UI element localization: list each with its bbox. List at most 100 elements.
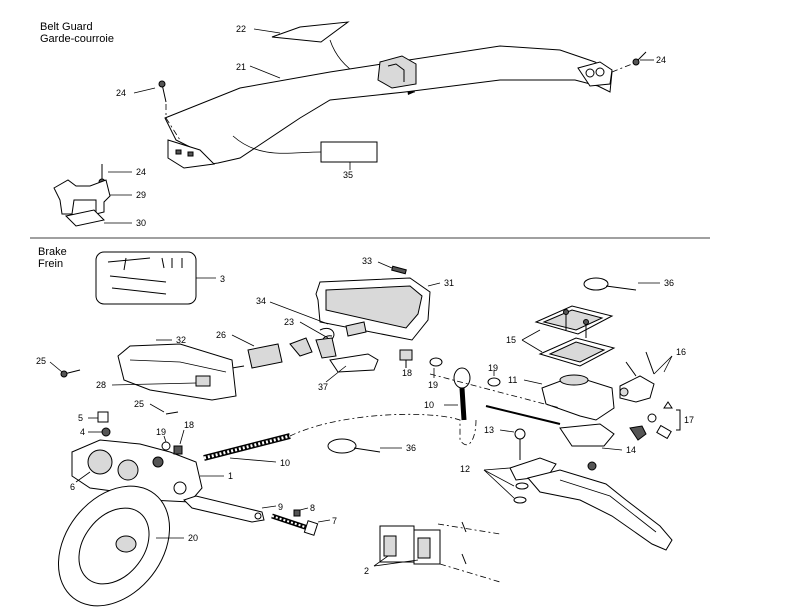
callout-16: 16 bbox=[676, 347, 686, 357]
belt-guard-group: 22 21 24 24 bbox=[53, 21, 666, 228]
kit-3-box bbox=[95, 251, 197, 305]
banjo-bolt-18-b bbox=[173, 445, 183, 455]
callout-32: 32 bbox=[176, 335, 186, 345]
callout-5: 5 bbox=[78, 413, 83, 423]
lever-nut bbox=[587, 461, 597, 471]
leader-28 bbox=[111, 382, 197, 386]
callout-6: 6 bbox=[70, 482, 75, 492]
brake-lever bbox=[527, 469, 673, 551]
cover-screw-2-head bbox=[583, 319, 589, 325]
lever-washer-12-a bbox=[515, 482, 529, 490]
callout-19b: 19 bbox=[488, 363, 498, 373]
guard-hinge bbox=[577, 61, 613, 87]
callout-35: 35 bbox=[343, 170, 353, 180]
bolt-7-head bbox=[303, 520, 319, 536]
callout-25a: 25 bbox=[36, 356, 46, 366]
callout-19c: 19 bbox=[156, 427, 166, 437]
washer-19-c bbox=[161, 441, 171, 451]
anti-rattle-clip-37 bbox=[329, 353, 379, 373]
leader-15a bbox=[521, 329, 541, 341]
switch-17-plunger bbox=[656, 424, 672, 440]
callout-17: 17 bbox=[684, 415, 694, 425]
callout-11: 11 bbox=[508, 375, 517, 385]
callout-13: 13 bbox=[484, 425, 494, 435]
leader-12b bbox=[483, 469, 515, 487]
housing-window bbox=[195, 375, 211, 387]
pad-pin-line-2 bbox=[439, 563, 501, 583]
bolt-27 bbox=[231, 365, 245, 369]
callout-29: 29 bbox=[136, 190, 146, 200]
hose-route bbox=[289, 413, 477, 446]
brake-title: Brake Frein bbox=[38, 246, 67, 270]
pivot-bolt-13 bbox=[514, 428, 526, 440]
leader-14 bbox=[601, 447, 623, 451]
brake-hose-10-inner bbox=[203, 434, 291, 460]
callout-23: 23 bbox=[284, 317, 294, 327]
brake-title-fr: Frein bbox=[38, 258, 64, 270]
pad-pin-2 bbox=[461, 553, 467, 565]
bracket-9-hole bbox=[254, 512, 262, 520]
label-35-part bbox=[320, 141, 378, 163]
cable-tie-36-top bbox=[583, 277, 609, 291]
bracket-hole-2 bbox=[187, 151, 194, 157]
housing-detail bbox=[129, 359, 227, 373]
leader-18b bbox=[179, 429, 185, 445]
cable-tie-36-tail bbox=[605, 285, 637, 291]
leader-35-arrow bbox=[232, 135, 322, 154]
guard-latch-detail bbox=[387, 63, 405, 82]
callout-7: 7 bbox=[332, 516, 337, 526]
leader-22 bbox=[253, 28, 281, 34]
kit-screw-1 bbox=[161, 257, 165, 269]
guard-latch bbox=[377, 55, 417, 89]
callout-28: 28 bbox=[96, 380, 106, 390]
clamp-16-hole bbox=[619, 387, 629, 397]
leader-37 bbox=[325, 365, 347, 383]
reservoir-opening bbox=[559, 374, 589, 386]
clamp-screw-1 bbox=[625, 361, 637, 377]
pin-34-clip bbox=[345, 321, 367, 337]
reservoir-gasket-15-inner bbox=[548, 341, 606, 363]
cover-screw-1-head bbox=[563, 309, 569, 315]
spring-33 bbox=[391, 265, 407, 275]
pin-24-left-head bbox=[158, 80, 166, 88]
brake-title-en: Brake bbox=[38, 246, 67, 258]
callout-30: 30 bbox=[136, 218, 146, 228]
callout-18b: 18 bbox=[184, 420, 194, 430]
leader-16b bbox=[663, 355, 673, 373]
screw-25-b bbox=[165, 411, 179, 415]
kit-pin-2 bbox=[109, 275, 167, 283]
hinge-hole-1 bbox=[585, 68, 595, 78]
bolt-7-shaft bbox=[271, 513, 309, 531]
callout-9: 9 bbox=[278, 502, 283, 512]
brake-disc-20-inner bbox=[78, 507, 150, 585]
callout-22: 22 bbox=[236, 24, 246, 34]
callout-21: 21 bbox=[236, 62, 246, 72]
leader-12a bbox=[483, 467, 511, 471]
leader-8 bbox=[299, 507, 309, 511]
bleeder-4 bbox=[101, 427, 111, 437]
callout-10a: 10 bbox=[424, 400, 434, 410]
callout-37: 37 bbox=[318, 382, 328, 392]
belt-guard-title-en: Belt Guard bbox=[40, 21, 93, 33]
callout-36a: 36 bbox=[664, 278, 674, 288]
pad-plate-26 bbox=[247, 343, 283, 369]
handlebar-clamp-16 bbox=[619, 375, 655, 403]
retainer-clip-1 bbox=[289, 337, 313, 357]
callout-12: 12 bbox=[460, 464, 470, 474]
callout-36b: 36 bbox=[406, 443, 416, 453]
lever-mount bbox=[559, 423, 615, 447]
caliper-housing-32 bbox=[117, 343, 237, 401]
kit-pin-3 bbox=[111, 287, 167, 295]
pin-24-right-head bbox=[632, 58, 640, 66]
plate-30 bbox=[64, 209, 106, 227]
bracket-29 bbox=[53, 179, 111, 215]
callout-34: 34 bbox=[256, 296, 266, 306]
switch-17-oring bbox=[647, 413, 657, 423]
leader-34 bbox=[269, 301, 329, 325]
brake-pad-2-a-lining bbox=[383, 535, 397, 557]
leader-21 bbox=[249, 65, 281, 79]
callout-2: 2 bbox=[364, 566, 369, 576]
cable-tie-36-lower bbox=[327, 438, 357, 454]
caliper-port bbox=[152, 456, 164, 468]
